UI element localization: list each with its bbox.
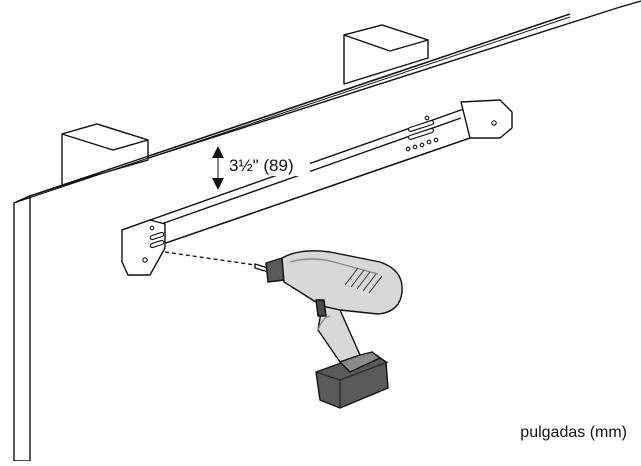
dimension-arrows [212,146,224,190]
dimension-label: 3½" (89) [229,156,294,175]
cabinet-panel [13,0,641,462]
mounting-bracket [121,99,513,276]
drill-guide-line [164,251,263,267]
units-label: pulgadas (mm) [520,424,627,441]
arrow-down-icon [212,178,224,190]
arrow-up-icon [212,146,224,158]
power-drill-icon [254,250,403,409]
bracket-holes [142,115,497,263]
